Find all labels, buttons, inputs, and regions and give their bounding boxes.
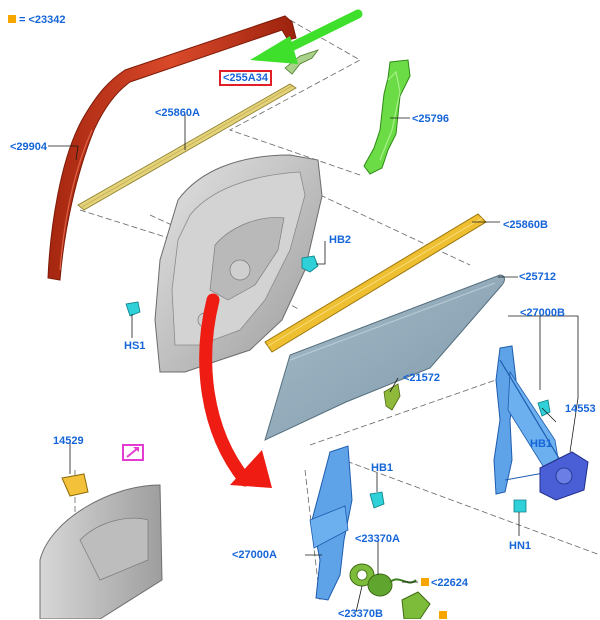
window-motor-part-14553[interactable] — [539, 451, 589, 501]
direction-arrow-green — [250, 9, 363, 64]
diagonal-arrow-icon — [126, 447, 139, 458]
clip-hb2[interactable] — [301, 255, 319, 273]
marker-square-22624 — [421, 578, 429, 586]
glass-clip-part-21572[interactable] — [383, 383, 401, 411]
magenta-highlight-box[interactable] — [122, 444, 144, 461]
label-hb1-middle[interactable]: HB1 — [371, 462, 394, 474]
clip-hb1-middle[interactable] — [369, 491, 385, 509]
switch-part-14529[interactable] — [61, 473, 89, 497]
gear-part-23370b[interactable] — [367, 573, 393, 597]
seal-part-255a34[interactable] — [284, 49, 320, 75]
handle-part[interactable] — [401, 591, 431, 619]
label-hs1[interactable]: HS1 — [124, 340, 146, 352]
label-25860a[interactable]: <25860A — [155, 107, 200, 119]
clip-hn1[interactable] — [513, 499, 527, 513]
legend-text: = <23342 — [19, 14, 66, 26]
label-27000b[interactable]: <27000B — [520, 307, 565, 319]
door-weatherstrip-part-29904[interactable] — [47, 15, 297, 281]
label-25712[interactable]: <25712 — [519, 271, 557, 283]
label-27000a[interactable]: <27000A — [232, 549, 277, 561]
legend-square-icon — [8, 15, 16, 23]
label-14553[interactable]: 14553 — [565, 403, 596, 415]
clip-hb1-right[interactable] — [537, 399, 551, 417]
label-hb1-right[interactable]: HB1 — [530, 438, 553, 450]
leader-lines — [48, 113, 579, 613]
label-hn1[interactable]: HN1 — [509, 540, 532, 552]
label-23370a[interactable]: <23370A — [355, 533, 400, 545]
window-regulator-part-27000b[interactable] — [493, 345, 561, 495]
label-21572[interactable]: <21572 — [403, 372, 441, 384]
marker-square-handle — [439, 611, 447, 619]
spring-part-22624[interactable] — [389, 578, 417, 584]
label-255a34-highlighted[interactable]: <255A34 — [219, 70, 272, 86]
label-23370b[interactable]: <23370B — [338, 608, 383, 620]
label-29904[interactable]: <29904 — [10, 141, 48, 153]
clip-hs1[interactable] — [125, 301, 141, 317]
door-glass-part-25712[interactable] — [264, 274, 505, 441]
label-25860b[interactable]: <25860B — [503, 219, 548, 231]
label-hb2[interactable]: HB2 — [329, 234, 352, 246]
legend: = <23342 — [8, 14, 66, 26]
label-14529[interactable]: 14529 — [53, 435, 84, 447]
label-25796[interactable]: <25796 — [412, 113, 450, 125]
door-inner-panel[interactable] — [154, 154, 323, 373]
door-trim-panel[interactable] — [39, 484, 163, 619]
label-22624[interactable]: <22624 — [431, 577, 469, 589]
direction-arrow-red — [199, 293, 272, 488]
window-regulator-part-27000a[interactable] — [309, 445, 353, 601]
bracket-part-25796[interactable] — [363, 59, 411, 175]
belt-seal-part-25860a[interactable] — [77, 83, 297, 211]
